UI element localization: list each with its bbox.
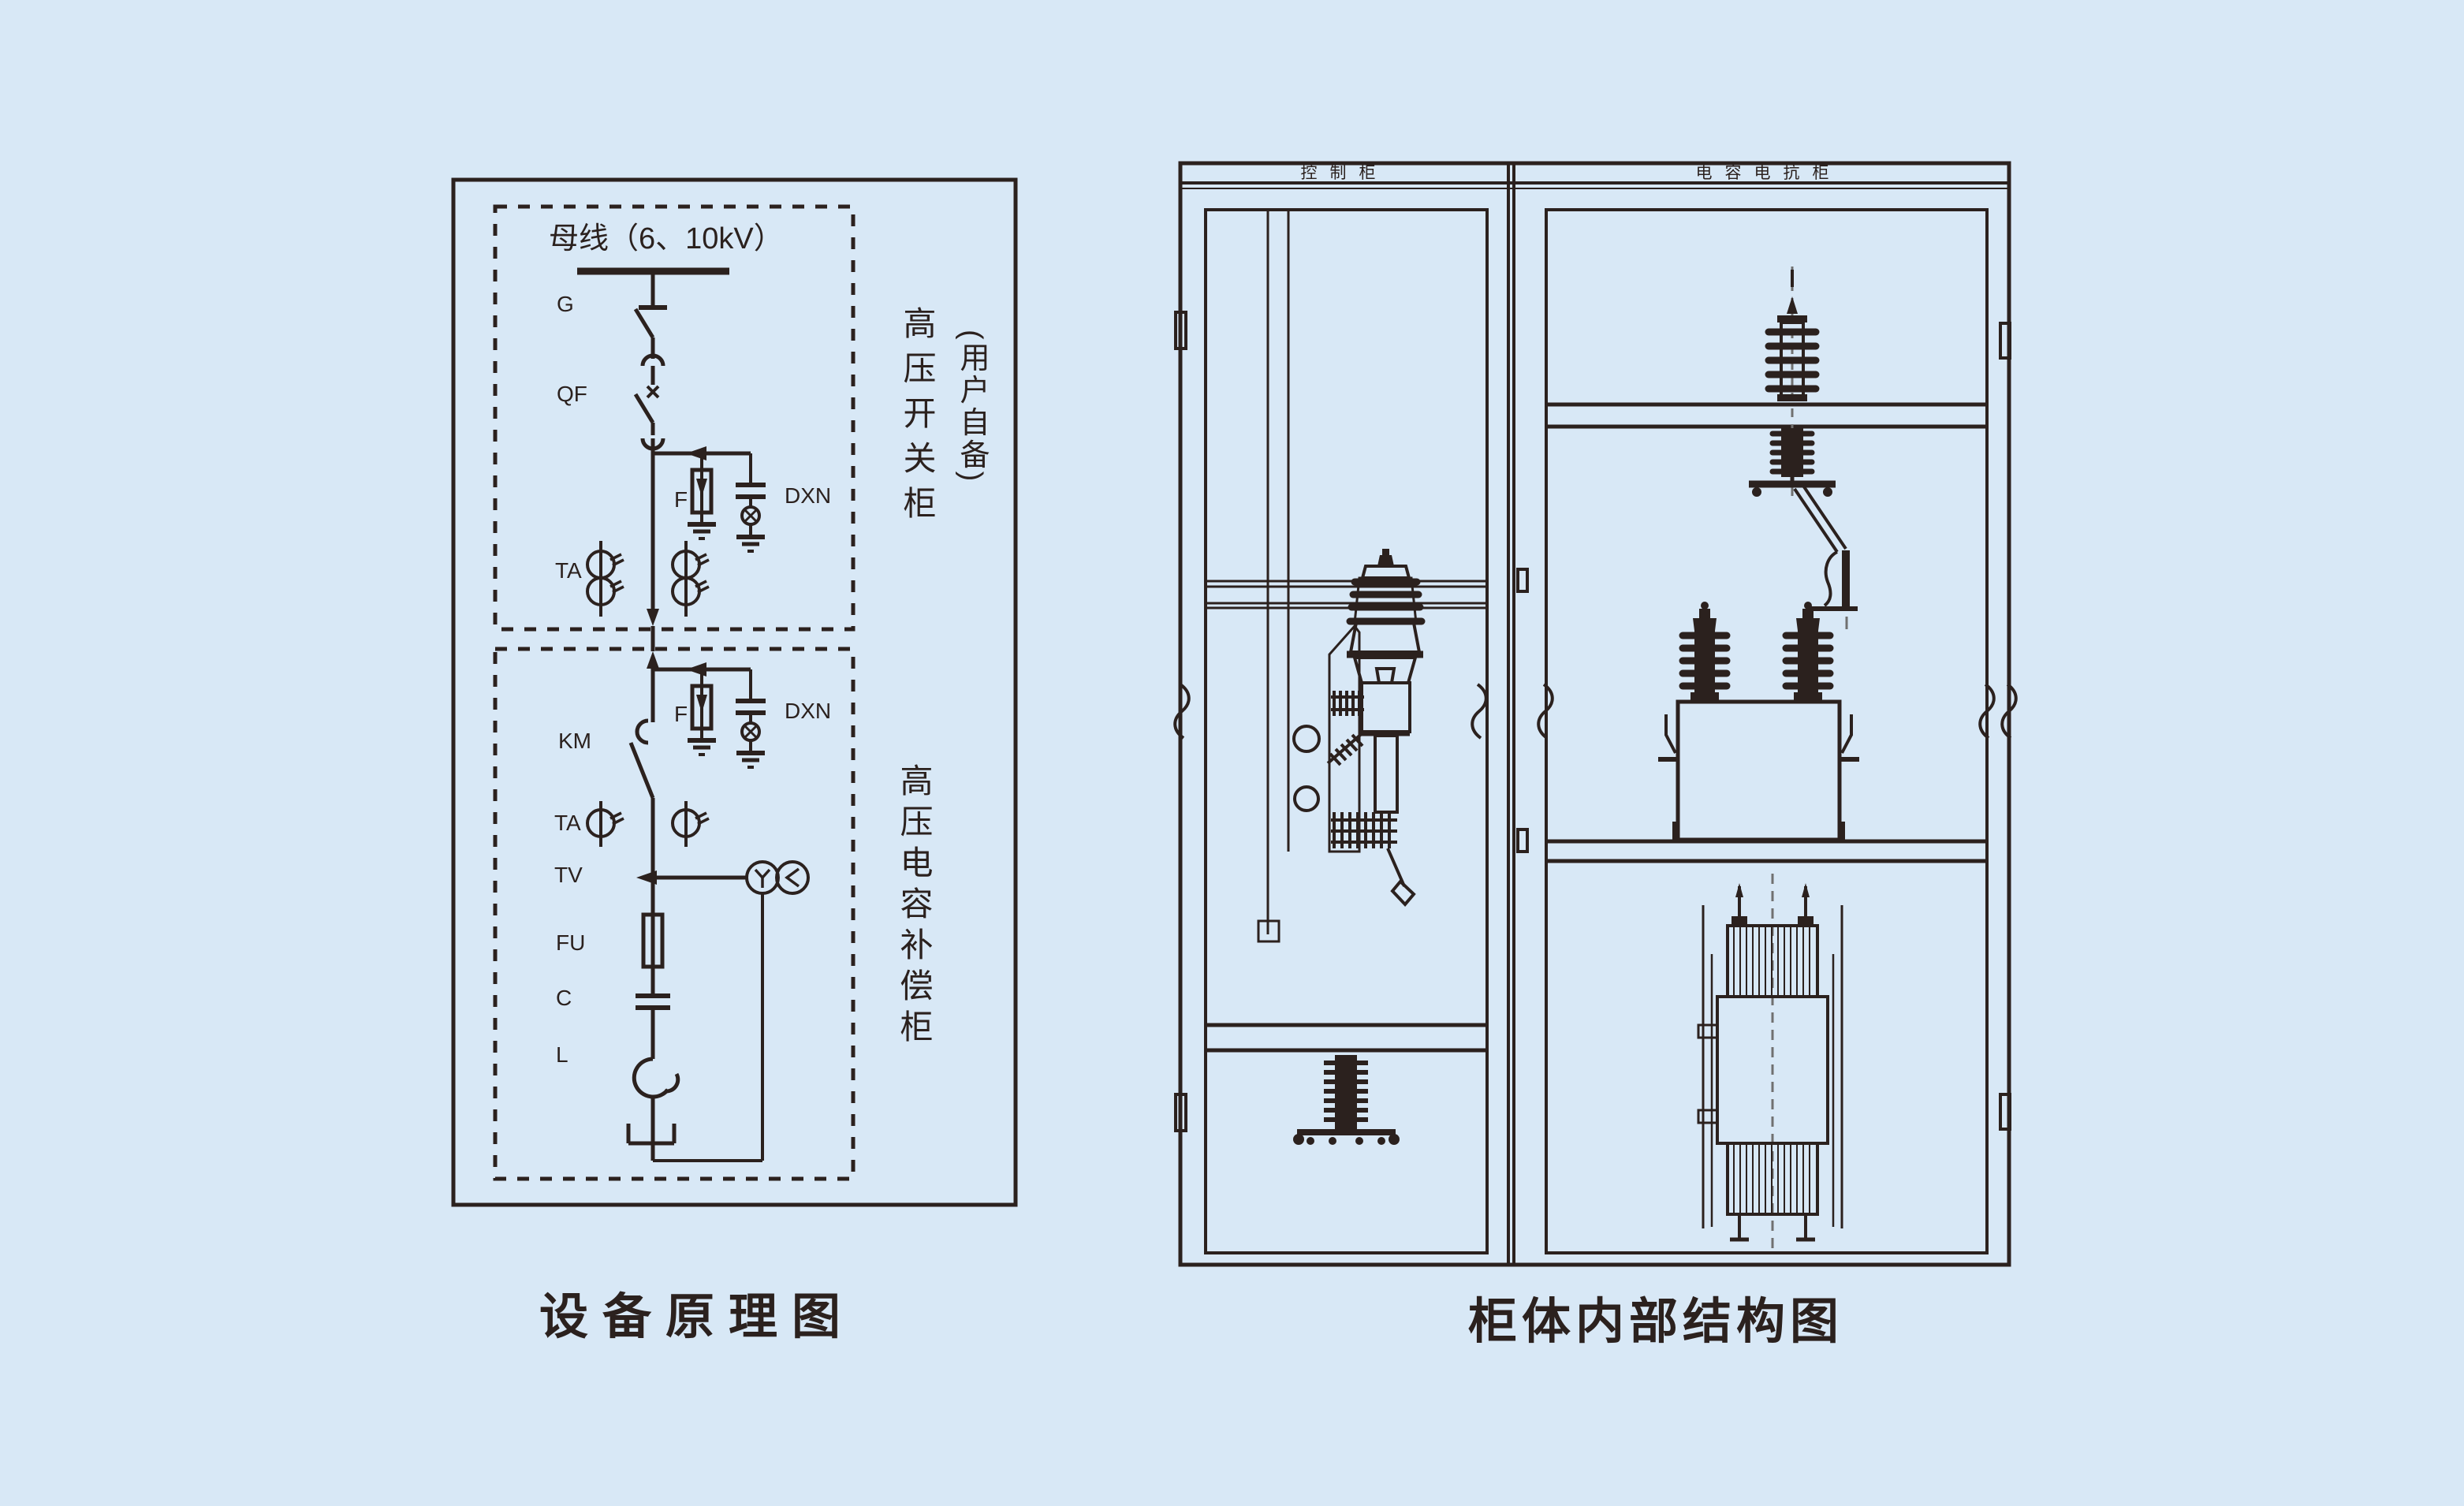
label-ta-lower: TA (554, 811, 581, 835)
label-dxn-upper: DXN (785, 483, 832, 508)
label-user-supplied-note: (用户自备) (955, 330, 988, 484)
caption-cabinet-structure: 柜体内部结构图 (1467, 1295, 1844, 1349)
busbar-label: 母线（6、10kV） (549, 222, 784, 255)
label-fu: FU (556, 930, 586, 955)
contactor-KM-symbol (628, 718, 655, 915)
label-qf: QF (557, 382, 587, 406)
title-control-cabinet: 控制柜 (1300, 164, 1389, 182)
voltage-transformer-TV-symbol (636, 860, 810, 1162)
single-line-schematic (451, 177, 1018, 1207)
label-compensation-cabinet: 高压电容补偿柜 (896, 763, 933, 1050)
caption-schematic: 设备原理图 (539, 1290, 856, 1344)
series-reactor (1697, 874, 1843, 1249)
cabinet-outer-frame (1178, 161, 2011, 1267)
capacitor-C-symbol (636, 993, 670, 1059)
reactor-L-symbol (626, 1057, 680, 1161)
label-f-upper: F (674, 487, 688, 512)
upper-TA-symbols (586, 541, 710, 617)
lower-arrester-branch (653, 662, 766, 769)
breaker-QF-symbol (633, 353, 665, 453)
label-switchgear-cabinet: 高压开关柜 (899, 306, 936, 531)
rail-break-marks (1173, 683, 2018, 740)
standoff-insulator (1293, 1055, 1400, 1145)
door-handles (1174, 311, 2011, 1132)
capacitor-reactor-cabinet-interior (1545, 208, 1989, 1254)
label-c: C (556, 986, 572, 1010)
label-g: G (557, 292, 574, 316)
surge-arrester (1765, 267, 1820, 498)
label-dxn-lower: DXN (785, 699, 832, 723)
lower-TA-symbols (586, 801, 710, 847)
label-l: L (556, 1042, 568, 1067)
cabinet-structure-drawing (1173, 161, 2018, 1267)
switchgear-dashed-box (493, 204, 856, 632)
label-tv: TV (554, 863, 583, 887)
schematic-outer-border (451, 177, 1018, 1207)
disconnector-G-symbol (633, 305, 667, 359)
capacitor-unit (1658, 602, 1859, 842)
upper-arrester-branch (653, 446, 766, 553)
bushing-and-switch-arm (1749, 428, 1858, 629)
control-cabinet-interior (1204, 208, 1489, 1254)
label-ta-upper: TA (555, 558, 582, 583)
title-capacitor-reactor-cabinet: 电容电抗柜 (1695, 164, 1842, 182)
control-cabinet-fuse-device (1292, 549, 1426, 908)
label-f-lower: F (674, 702, 688, 726)
compensation-dashed-box (493, 647, 856, 1181)
label-km: KM (558, 729, 591, 753)
